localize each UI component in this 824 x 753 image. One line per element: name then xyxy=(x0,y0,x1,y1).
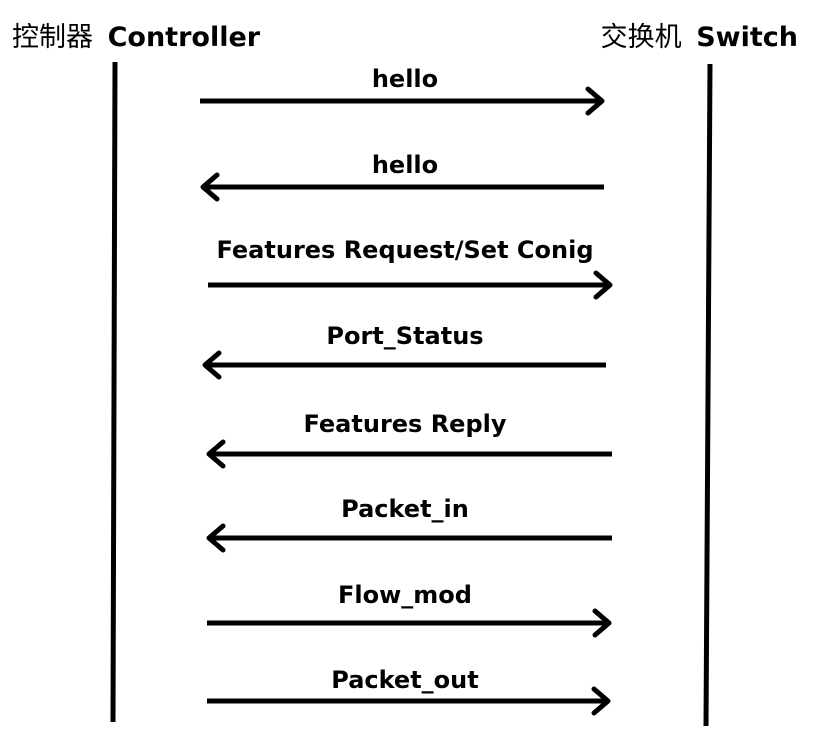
message-5: Features Reply xyxy=(206,410,612,469)
arrow-left-icon xyxy=(202,350,222,380)
arrow-right-icon xyxy=(592,608,612,638)
arrow-left-icon xyxy=(206,439,226,469)
message-7: Flow_mod xyxy=(207,581,612,638)
switch-title: 交换机 Switch xyxy=(601,22,798,53)
message-2: hello xyxy=(200,151,604,202)
message-4: Port_Status xyxy=(202,322,606,380)
arrow-left-icon xyxy=(206,523,226,553)
arrow-right-icon xyxy=(593,270,613,300)
message-label: Features Request/Set Conig xyxy=(216,236,593,264)
message-8: Packet_out xyxy=(207,666,611,716)
switch-title-cn: 交换机 xyxy=(601,22,682,53)
message-label: hello xyxy=(372,151,438,179)
controller-lifeline xyxy=(110,61,118,723)
message-label: Packet_in xyxy=(341,495,469,523)
message-label: Port_Status xyxy=(326,322,483,350)
message-1: hello xyxy=(200,65,605,116)
controller-title-en: Controller xyxy=(108,22,261,53)
switch-lifeline xyxy=(703,63,713,727)
arrow-right-icon xyxy=(585,86,605,116)
message-label: Features Reply xyxy=(303,410,506,438)
message-label: hello xyxy=(372,65,438,93)
controller-title: 控制器 Controller xyxy=(12,22,261,53)
arrow-right-icon xyxy=(591,686,611,716)
message-label: Packet_out xyxy=(331,666,478,694)
arrow-left-icon xyxy=(200,172,220,202)
message-3: Features Request/Set Conig xyxy=(208,236,613,300)
message-label: Flow_mod xyxy=(338,581,472,609)
switch-title-en: Switch xyxy=(696,22,798,53)
controller-title-cn: 控制器 xyxy=(12,22,93,53)
message-6: Packet_in xyxy=(206,495,612,553)
